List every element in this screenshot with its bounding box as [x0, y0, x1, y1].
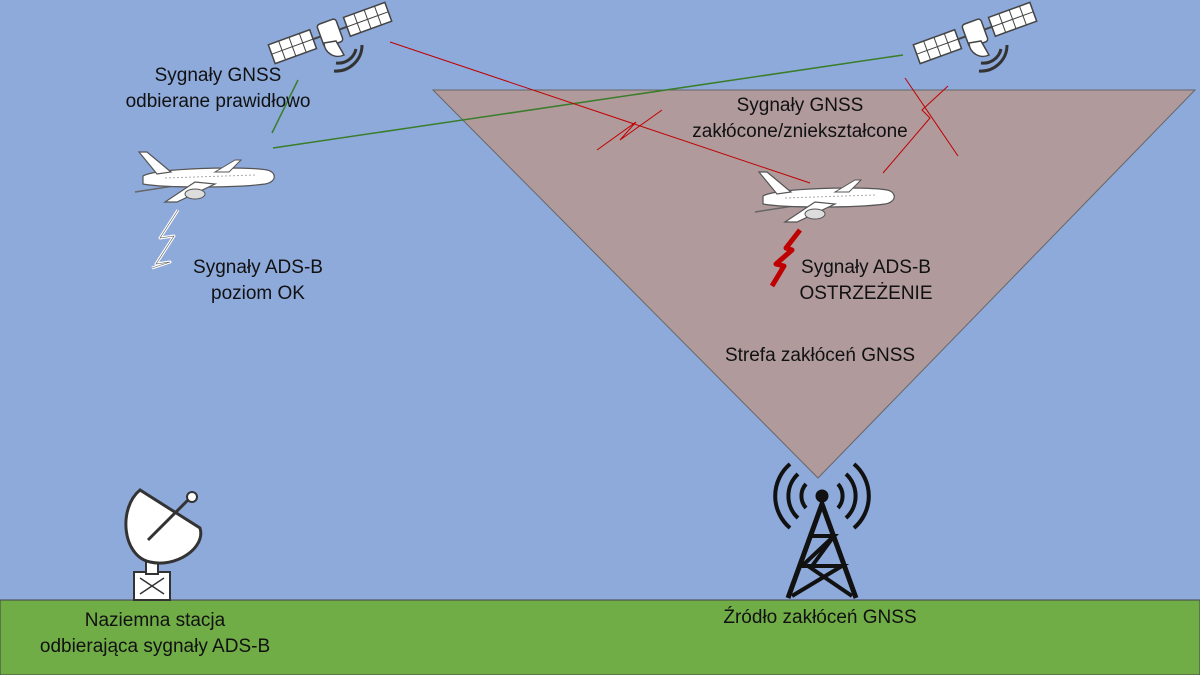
adsb-ok-label-line-2: poziom OK	[211, 283, 305, 304]
interference-zone-label: Strefa zakłóceń GNSS	[724, 345, 916, 366]
adsb-ok-label-line-1: Sygnały ADS-B	[193, 257, 323, 278]
ground-station-label-line-1: Naziemna stacja	[84, 610, 226, 631]
gnss-disturbed-signal-line-2	[904, 77, 959, 157]
adsb-warning-label-line-1: Sygnały ADS-B	[801, 257, 931, 278]
radar-dish-icon	[124, 488, 203, 601]
interference-zone	[431, 89, 1197, 479]
ground-station-label-line-2: odbierająca sygnały ADS-B	[39, 636, 271, 657]
gnss-ok-signal-line-1	[271, 79, 299, 134]
ground	[0, 599, 1200, 675]
gnss-disturbed-label-line-1: Sygnały GNSS	[736, 95, 864, 116]
ground-station-label: Naziemna stacja odbierająca sygnały ADS-…	[20, 608, 290, 660]
signal-break-mark-1	[596, 109, 663, 151]
adsb-warning-signal-icon	[769, 228, 802, 288]
adsb-warning-label: Sygnały ADS-B OSTRZEŻENIE	[786, 255, 946, 307]
jammer-source-label: Źródło zakłóceń GNSS	[723, 607, 917, 628]
adsb-ok-signal-outline	[151, 209, 179, 269]
gnss-ok-label-line-1: Sygnały GNSS	[154, 65, 282, 86]
signal-break-mark-2	[882, 85, 949, 174]
radio-tower-icon	[773, 462, 871, 599]
gnss-disturbed-label: Sygnały GNSS zakłócone/zniekształcone	[680, 93, 920, 145]
gnss-ok-label-line-2: odbierane prawidłowo	[125, 91, 311, 112]
adsb-warning-label-line-2: OSTRZEŻENIE	[799, 283, 933, 304]
gnss-disturbed-signal-line-1	[389, 41, 811, 184]
gnss-ok-signal-line-2	[272, 54, 904, 149]
gnss-ok-label: Sygnały GNSS odbierane prawidłowo	[108, 63, 328, 115]
adsb-ok-label: Sygnały ADS-B poziom OK	[178, 255, 338, 307]
gnss-disturbed-label-line-2: zakłócone/zniekształcone	[692, 121, 908, 142]
